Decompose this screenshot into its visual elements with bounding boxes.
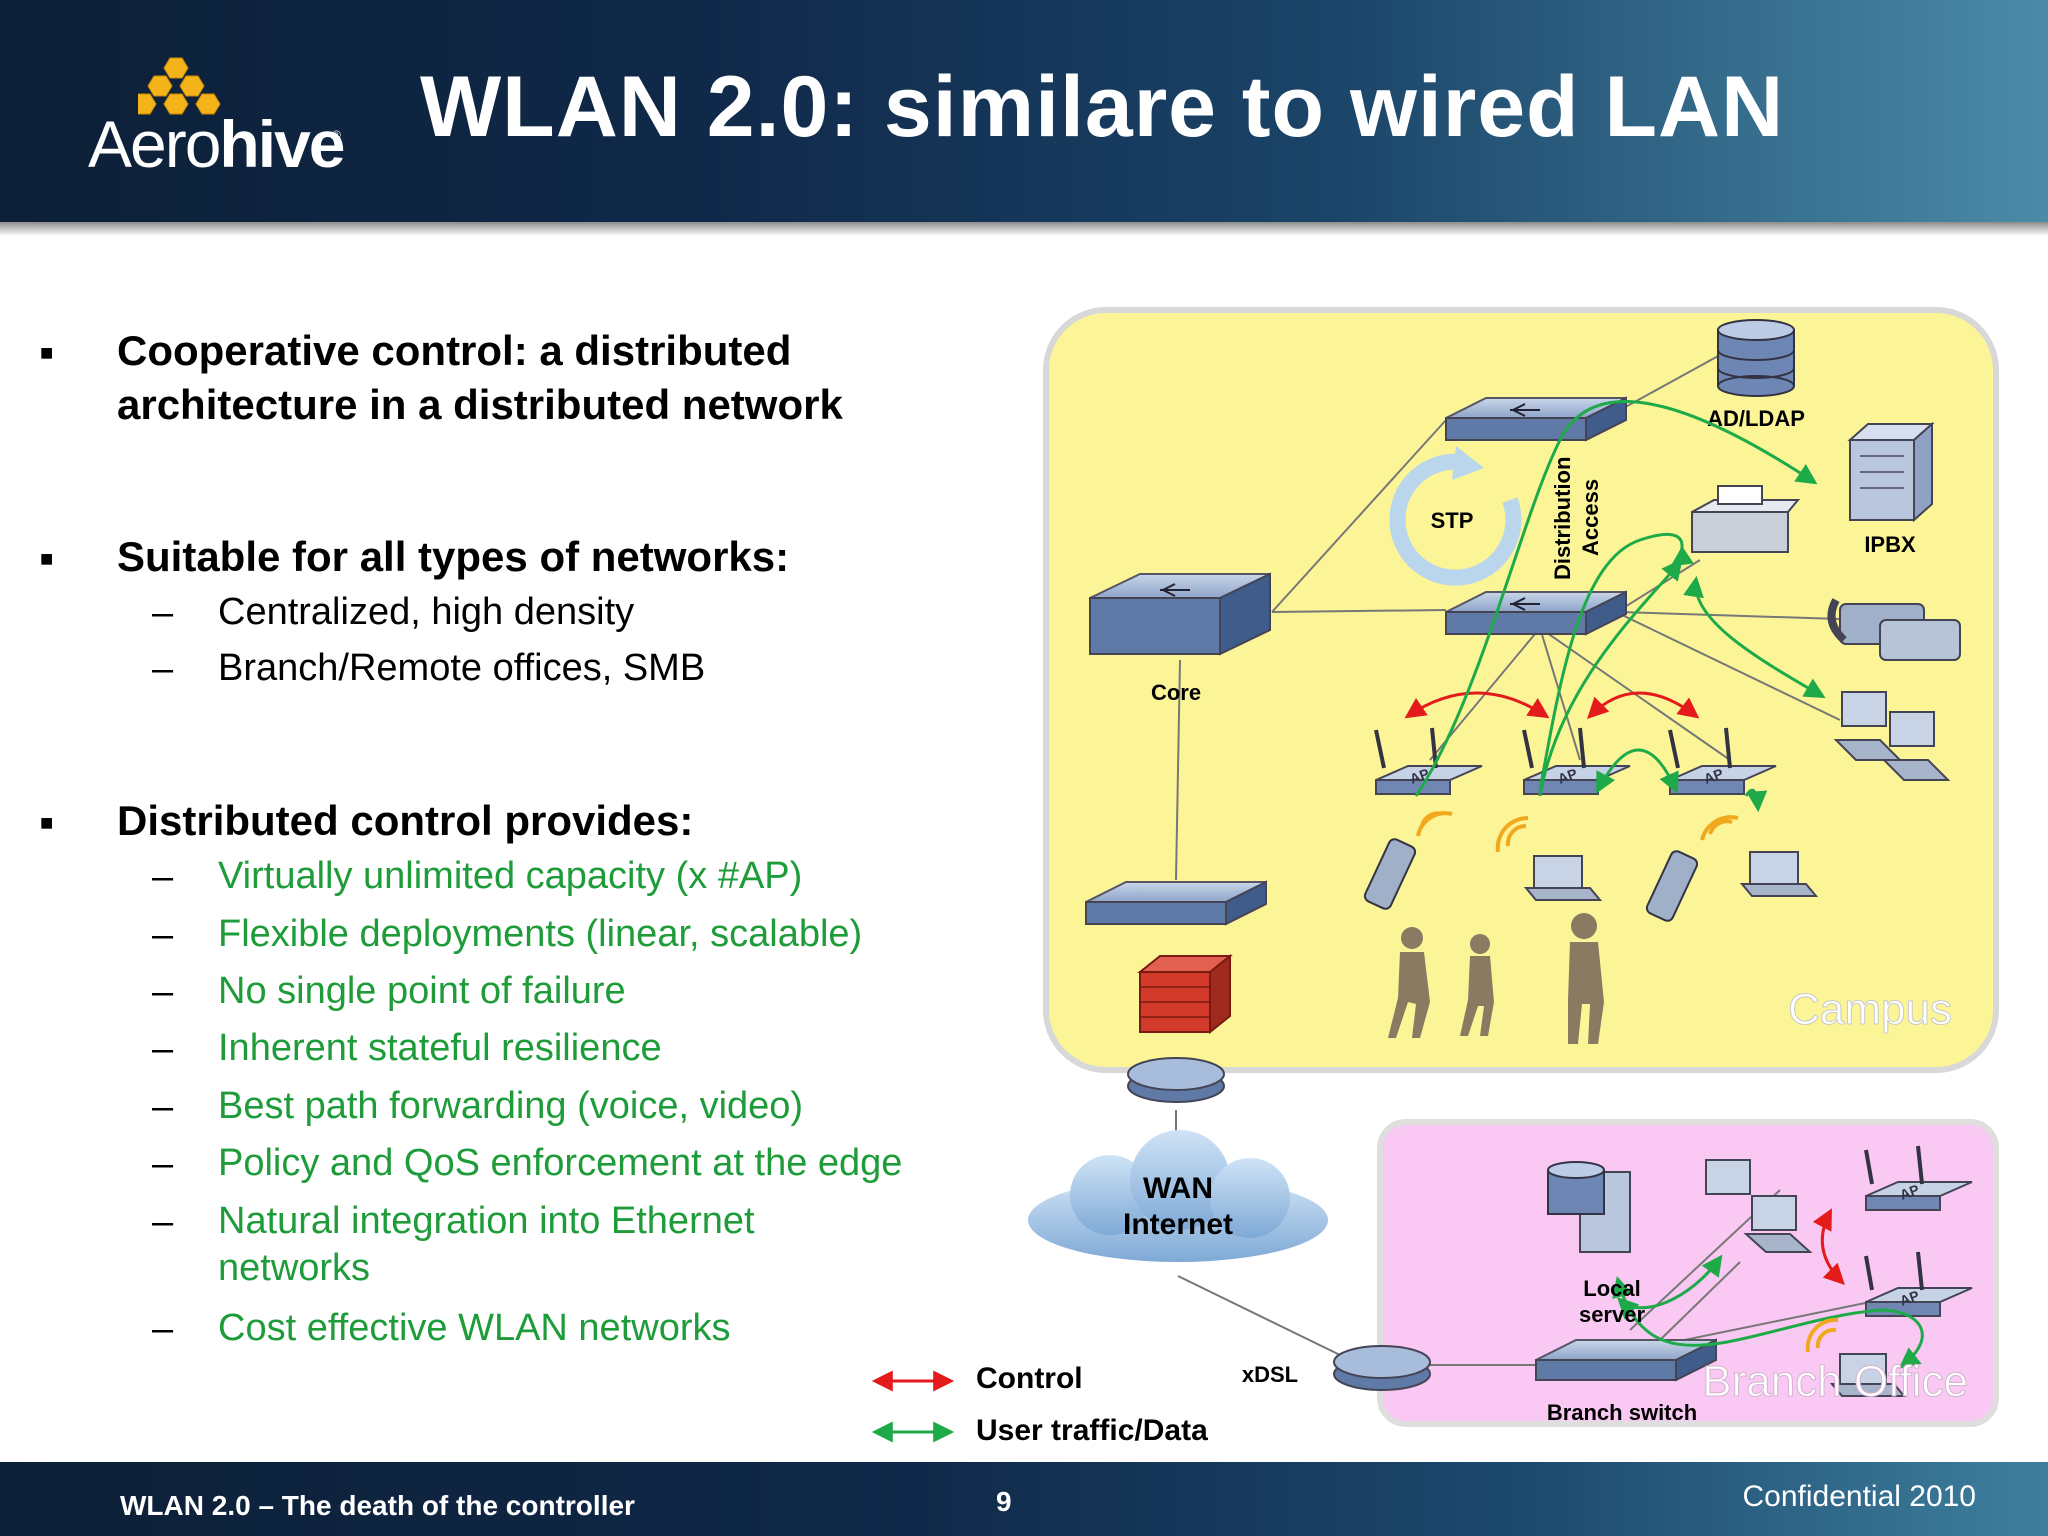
- dash-marker: –: [152, 914, 174, 956]
- sub-item: Natural integration into Ethernet: [218, 1200, 755, 1242]
- slide-footer: WLAN 2.0 – The death of the controller 9…: [0, 1462, 2048, 1536]
- dash-marker: –: [152, 1143, 174, 1185]
- slide-title: WLAN 2.0: similare to wired LAN: [420, 59, 1785, 155]
- legend-data-label: User traffic/Data: [976, 1414, 1208, 1447]
- edge-switch: [1085, 880, 1267, 926]
- branch-desktop-icon: [1705, 1159, 1813, 1253]
- aerohive-logo: Aerohive ®: [88, 56, 358, 181]
- sub-item-continuation: networks: [218, 1247, 371, 1289]
- local-server-icon: [1547, 1161, 1631, 1253]
- dash-marker: –: [152, 592, 174, 634]
- sub-item: Best path forwarding (voice, video): [218, 1085, 804, 1127]
- page-number: 9: [996, 1486, 1012, 1517]
- bullet-marker: ■: [40, 546, 54, 571]
- sub-item: Virtually unlimited capacity (x #AP): [218, 855, 803, 897]
- distribution-label: Distribution: [1550, 457, 1575, 580]
- bullet-1-line-2: architecture in a distributed network: [117, 381, 843, 428]
- branch-office-label: Branch Office: [1702, 1357, 1968, 1406]
- legend-control-label: Control: [976, 1362, 1083, 1395]
- bullet-2-heading: Suitable for all types of networks:: [117, 533, 790, 580]
- desktop-computers-icon: [1833, 691, 1951, 781]
- core-switch: [1089, 572, 1271, 656]
- laptop-icon: [1739, 851, 1819, 897]
- dash-marker: –: [152, 1028, 174, 1070]
- ap-label: AP: [1556, 765, 1580, 787]
- printer-icon: [1691, 485, 1801, 553]
- confidential-notice: Confidential 2010: [1742, 1480, 1976, 1513]
- mobile-phone-icon: [1645, 850, 1699, 922]
- bullet-1-line-1: Cooperative control: a distributed: [117, 327, 792, 374]
- dash-marker: –: [152, 1201, 174, 1243]
- stp-label: STP: [1431, 508, 1474, 533]
- database-icon: [1717, 319, 1795, 397]
- sub-item: No single point of failure: [218, 970, 626, 1012]
- access-point-icon: [1668, 727, 1777, 795]
- bullet-3-heading: Distributed control provides:: [117, 797, 694, 844]
- bullet-marker: ■: [40, 340, 54, 365]
- slide-header: Aerohive ® WLAN 2.0: similare to wired L…: [0, 0, 2048, 222]
- header-shadow: [0, 222, 2048, 236]
- xdsl-label: xDSL: [1242, 1362, 1298, 1387]
- dash-marker: –: [152, 1308, 174, 1350]
- ap-label: AP: [1898, 1181, 1922, 1203]
- sub-item: Flexible deployments (linear, scalable): [218, 913, 863, 955]
- dash-marker: –: [152, 648, 174, 690]
- branch-switch-label: Branch switch: [1547, 1400, 1697, 1425]
- internet-label: Internet: [1123, 1208, 1233, 1241]
- mobile-phone-icon: [1363, 838, 1417, 910]
- dash-marker: –: [152, 1086, 174, 1128]
- dash-marker: –: [152, 971, 174, 1013]
- desk-phone-icon: [1827, 598, 1961, 661]
- sub-item: Centralized, high density: [218, 591, 635, 633]
- server-label: server: [1579, 1302, 1646, 1327]
- logo-wordmark: Aerohive: [88, 107, 346, 181]
- core-label: Core: [1151, 680, 1201, 705]
- branch-access-point-icon: [1864, 1145, 1973, 1211]
- wireless-signal-icon: [1416, 811, 1839, 1353]
- branch-router-icon: [1333, 1345, 1431, 1391]
- bullet-marker: ■: [40, 810, 54, 835]
- ap-label: AP: [1702, 765, 1726, 787]
- bullet-list: ■ Cooperative control: a distributed arc…: [0, 236, 1000, 1436]
- laptop-icon: [1523, 855, 1603, 901]
- sub-item: Inherent stateful resilience: [218, 1027, 662, 1069]
- sub-item: Branch/Remote offices, SMB: [218, 647, 706, 689]
- access-label: Access: [1578, 479, 1603, 556]
- local-label: Local: [1583, 1276, 1640, 1301]
- campus-router-icon: [1127, 1057, 1225, 1103]
- sub-item: Policy and QoS enforcement at the edge: [218, 1142, 903, 1184]
- ad-ldap-label: AD/LDAP: [1707, 406, 1805, 431]
- wan-cloud: [1028, 1130, 1328, 1262]
- ipbx-label: IPBX: [1864, 532, 1916, 557]
- footer-title: WLAN 2.0 – The death of the controller: [120, 1490, 635, 1521]
- logo-registered-mark: ®: [332, 128, 341, 142]
- honeycomb-icon: [138, 57, 221, 115]
- ap-label: AP: [1898, 1287, 1922, 1309]
- sub-item: Cost effective WLAN networks: [218, 1307, 731, 1349]
- access-switch: [1445, 590, 1627, 636]
- people-silhouettes: [1388, 913, 1604, 1044]
- dash-marker: –: [152, 856, 174, 898]
- wan-label: WAN: [1143, 1172, 1213, 1205]
- ap-label: AP: [1408, 765, 1432, 787]
- stp-cycle-icon: [1389, 446, 1522, 586]
- firewall-icon: [1137, 953, 1233, 1035]
- ipbx-server-icon: [1847, 421, 1935, 523]
- campus-label: Campus: [1788, 985, 1952, 1034]
